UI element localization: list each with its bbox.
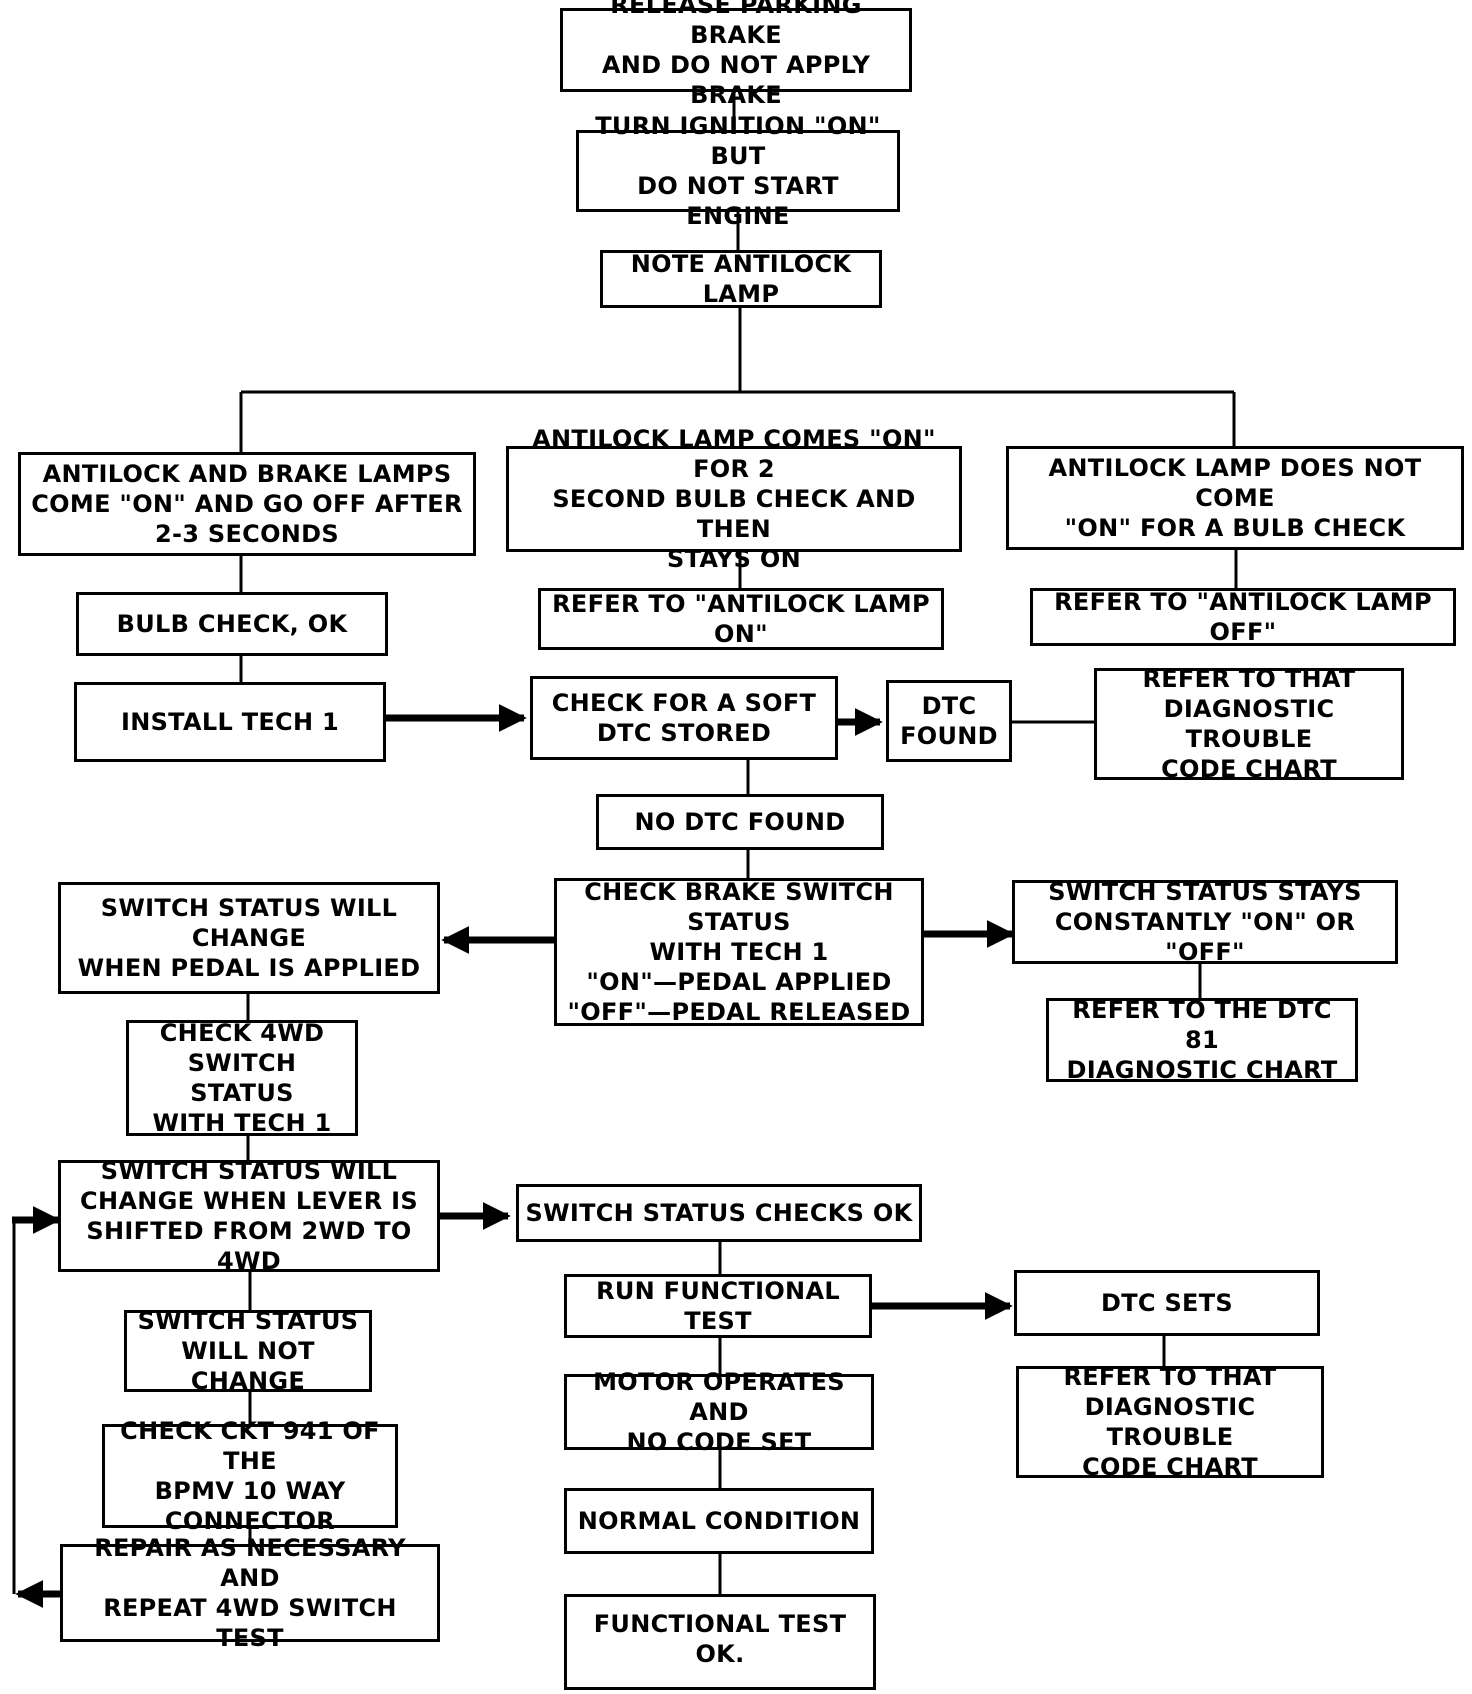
box-check-ckt-941: CHECK CKT 941 OF THE BPMV 10 WAY CONNECT… xyxy=(102,1417,398,1535)
box-switch-checks-ok: SWITCH STATUS CHECKS OK xyxy=(516,1184,922,1242)
box-switch-stays-constant: SWITCH STATUS STAYS CONSTANTLY "ON" OR "… xyxy=(1012,878,1398,966)
box-refer-dtc-chart-lower: REFER TO THAT DIAGNOSTIC TROUBLE CODE CH… xyxy=(1016,1363,1324,1481)
box-refer-dtc-chart-upper: REFER TO THAT DIAGNOSTIC TROUBLE CODE CH… xyxy=(1094,665,1404,783)
box-refer-antilock-lamp-off: REFER TO "ANTILOCK LAMP OFF" xyxy=(1030,588,1456,646)
box-bulb-check-ok: BULB CHECK, OK xyxy=(76,592,388,656)
box-note-antilock-lamp: NOTE ANTILOCK LAMP xyxy=(600,250,882,308)
box-check-4wd-switch: CHECK 4WD SWITCH STATUS WITH TECH 1 xyxy=(126,1019,358,1137)
box-refer-dtc-81: REFER TO THE DTC 81 DIAGNOSTIC CHART xyxy=(1046,996,1358,1084)
box-dtc-found: DTC FOUND xyxy=(886,680,1012,762)
box-run-functional-test: RUN FUNCTIONAL TEST xyxy=(564,1274,872,1338)
box-release-parking-brake: RELEASE PARKING BRAKE AND DO NOT APPLY B… xyxy=(560,0,912,109)
box-normal-condition: NORMAL CONDITION xyxy=(564,1488,874,1554)
box-install-tech-1: INSTALL TECH 1 xyxy=(74,682,386,762)
box-motor-operates: MOTOR OPERATES AND NO CODE SET xyxy=(564,1368,874,1456)
box-lamp-does-not-come-on: ANTILOCK LAMP DOES NOT COME "ON" FOR A B… xyxy=(1006,446,1464,550)
box-switch-will-not-change: SWITCH STATUS WILL NOT CHANGE xyxy=(124,1307,372,1395)
box-check-soft-dtc: CHECK FOR A SOFT DTC STORED xyxy=(530,676,838,760)
box-lamp-stays-on: ANTILOCK LAMP COMES "ON" FOR 2 SECOND BU… xyxy=(506,425,962,573)
box-no-dtc-found: NO DTC FOUND xyxy=(596,794,884,850)
box-refer-antilock-lamp-on: REFER TO "ANTILOCK LAMP ON" xyxy=(538,588,944,650)
box-turn-ignition-on: TURN IGNITION "ON" BUT DO NOT START ENGI… xyxy=(576,112,900,230)
box-dtc-sets: DTC SETS xyxy=(1014,1270,1320,1336)
box-check-brake-switch: CHECK BRAKE SWITCH STATUS WITH TECH 1 "O… xyxy=(554,878,924,1026)
box-switch-changes-lever: SWITCH STATUS WILL CHANGE WHEN LEVER IS … xyxy=(58,1157,440,1275)
box-repair-repeat-4wd: REPAIR AS NECESSARY AND REPEAT 4WD SWITC… xyxy=(60,1534,440,1652)
box-functional-test-ok: FUNCTIONAL TEST OK. xyxy=(564,1594,876,1690)
box-switch-changes-pedal: SWITCH STATUS WILL CHANGE WHEN PEDAL IS … xyxy=(58,882,440,994)
box-lamps-come-on-and-off: ANTILOCK AND BRAKE LAMPS COME "ON" AND G… xyxy=(18,452,476,556)
